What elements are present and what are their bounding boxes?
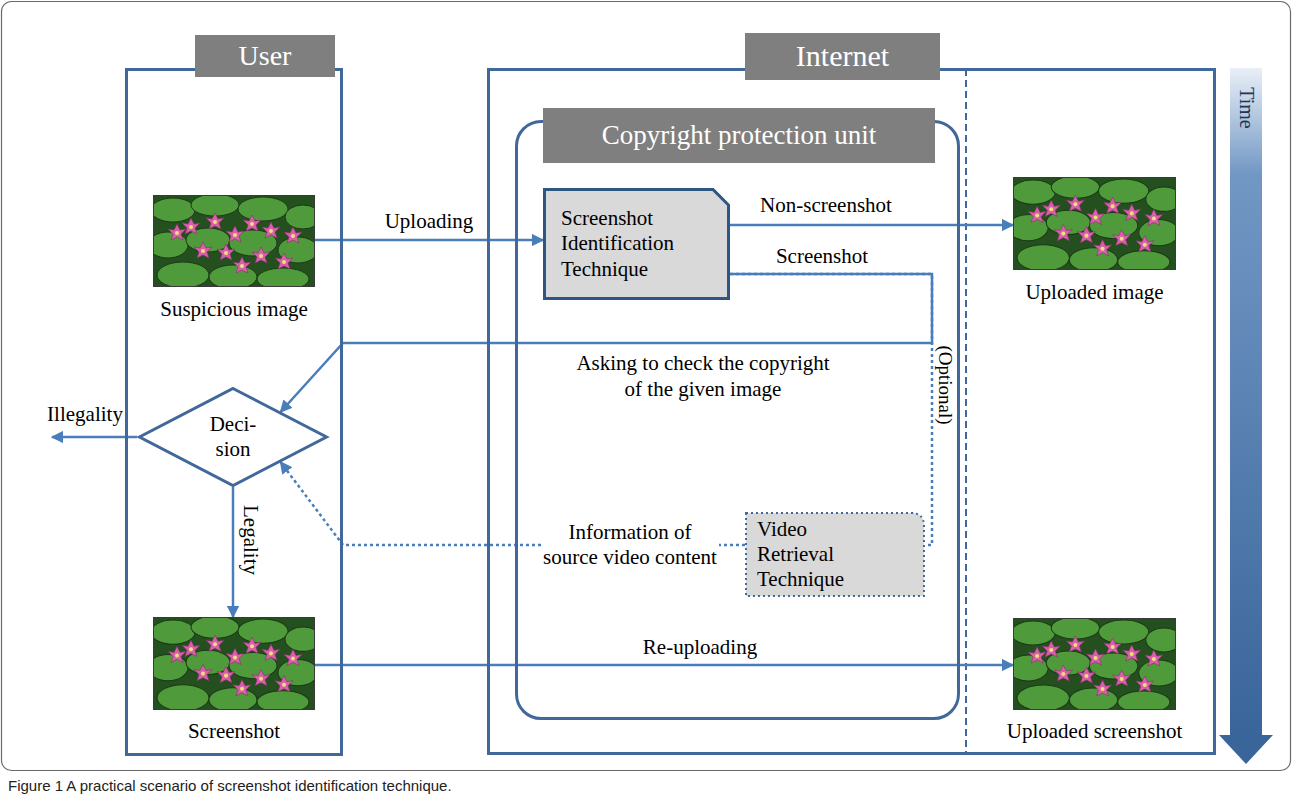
dotted-connector	[730, 274, 932, 545]
edge-label-holder: Screenshot	[776, 244, 868, 269]
image-node: Uploaded image	[1013, 177, 1176, 270]
process-text: Screenshot Identification Technique	[561, 206, 711, 282]
image-node: Suspicious image	[153, 195, 315, 287]
label-holder: Time	[1234, 87, 1259, 129]
figure-frame	[2, 2, 1291, 771]
edge-label-holder: Information of source video content	[541, 520, 719, 570]
flower-photo	[153, 617, 315, 710]
decision-text: Deci- sion	[203, 412, 263, 462]
panel-header: Internet	[745, 33, 940, 80]
edge-label: (Optional)	[934, 345, 957, 424]
text-block: Video Retrieval Technique	[757, 517, 869, 593]
note-label: Illegality	[47, 401, 123, 427]
caption-holder: Uploaded image	[1025, 280, 1163, 304]
figure-caption: Figure 1 A practical scenario of screens…	[8, 776, 452, 795]
text-block: Screenshot Identification Technique	[561, 206, 711, 282]
optional-process-box: Video Retrieval Technique	[745, 512, 925, 597]
flower-photo	[1013, 177, 1176, 270]
caption-holder: Uploaded screenshot	[1007, 719, 1183, 743]
header-holder: Copyright protection unit	[543, 108, 935, 163]
diamond-outline	[140, 389, 327, 486]
label-holder: Asking to check the copyright of the giv…	[571, 350, 836, 403]
flower-photo	[153, 195, 315, 287]
panel-header: Copyright protection unit	[543, 108, 935, 163]
time-arrow-head	[1219, 735, 1273, 764]
edge-label-holder: Non-screenshot	[760, 193, 892, 218]
flower-photo-image	[1013, 177, 1176, 270]
photo-border	[154, 618, 315, 710]
edge-label-holder: Re-uploading	[643, 635, 757, 660]
caption-holder: Screenshot	[188, 719, 280, 743]
edge-label-holder: Uploading	[385, 209, 474, 234]
image-node: Screenshot	[153, 617, 315, 710]
caption-holder: Suspicious image	[160, 297, 308, 321]
decision-diamond: Deci- sion	[138, 387, 328, 487]
process-outline	[545, 190, 729, 299]
edge-label: Legality	[237, 505, 262, 575]
caption-holder: Figure 1 A practical scenario of screens…	[8, 776, 452, 795]
internet-panel: InternetCopyright protection unitScreens…	[487, 68, 1216, 755]
process-text: Video Retrieval Technique	[757, 517, 869, 593]
connector	[730, 224, 1013, 227]
image-node: Uploaded screenshot	[1013, 618, 1176, 710]
image-caption: Suspicious image	[160, 297, 308, 321]
edge-label-holder: (Optional)	[934, 345, 957, 424]
edge-label: Re-uploading	[643, 635, 757, 660]
note-label: Asking to check the copyright of the giv…	[571, 350, 836, 403]
flower-photo-image	[153, 195, 315, 287]
edge-label: Screenshot	[776, 244, 868, 269]
image-caption: Screenshot	[188, 719, 280, 743]
text-block: Deci- sion	[203, 412, 263, 462]
edge-label: Information of source video content	[541, 520, 719, 570]
time-arrow-shaft	[1230, 68, 1262, 736]
optional-outline	[746, 513, 924, 596]
edge-label: Uploading	[385, 209, 474, 234]
label-holder: Illegality	[47, 401, 123, 427]
process-box: Screenshot Identification Technique	[543, 188, 730, 300]
edge-label: Non-screenshot	[760, 193, 892, 218]
photo-border	[1014, 178, 1176, 270]
edge-label-holder: Legality	[237, 505, 262, 575]
user-panel: UserSuspicious imageDeci- sionScreenshot	[125, 68, 343, 756]
connector	[232, 487, 235, 617]
image-caption: Uploaded image	[1025, 280, 1163, 304]
flower-photo-image	[1013, 618, 1176, 710]
photo-border	[1014, 619, 1176, 710]
connector	[315, 664, 1013, 667]
connector	[315, 239, 543, 242]
header-holder: Internet	[745, 33, 940, 80]
photo-border	[154, 196, 315, 287]
image-caption: Uploaded screenshot	[1007, 719, 1183, 743]
header-holder: User	[195, 35, 335, 77]
flower-photo	[1013, 618, 1176, 710]
flower-photo-image	[153, 617, 315, 710]
panel-header: User	[195, 35, 335, 77]
axis-label: Time	[1234, 87, 1259, 129]
dashed-divider	[965, 69, 967, 754]
unit-panel: Copyright protection unitScreenshot Iden…	[515, 120, 960, 720]
